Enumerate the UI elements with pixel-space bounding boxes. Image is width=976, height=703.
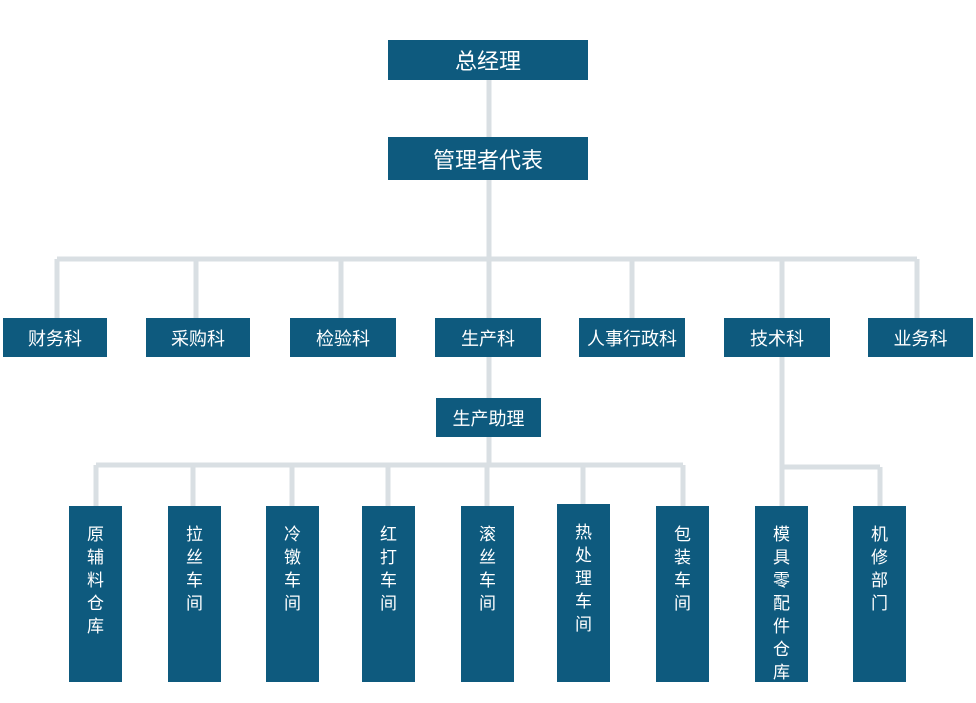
workshop-label: 原辅料仓库 bbox=[86, 525, 104, 637]
department-label: 业务科 bbox=[893, 328, 948, 350]
tech-unit-box: 模具零配件仓库 bbox=[755, 506, 808, 683]
workshop-box: 包装车间 bbox=[656, 506, 709, 682]
workshop-box: 红打车间 bbox=[362, 506, 415, 682]
workshop-label: 红打车间 bbox=[379, 525, 397, 614]
department-label: 财务科 bbox=[28, 328, 82, 350]
workshop-box: 热处理车间 bbox=[557, 504, 610, 682]
workshop-box: 拉丝车间 bbox=[168, 506, 221, 682]
workshop-label: 拉丝车间 bbox=[185, 525, 203, 614]
workshop-label: 包装车间 bbox=[673, 525, 691, 614]
department-label: 检验科 bbox=[316, 328, 370, 350]
production-assistant-label: 生产助理 bbox=[452, 408, 525, 430]
department-label: 采购科 bbox=[171, 328, 225, 350]
department-label: 技术科 bbox=[750, 328, 804, 350]
tech-unit-label: 机修部门 bbox=[870, 525, 888, 614]
workshop-label: 冷镦车间 bbox=[283, 525, 301, 614]
workshop-label: 滚丝车间 bbox=[478, 525, 496, 614]
workshop-box: 滚丝车间 bbox=[461, 506, 514, 682]
department-box: 检验科 bbox=[290, 318, 396, 357]
management-rep-box: 管理者代表 bbox=[388, 137, 588, 180]
department-box: 采购科 bbox=[146, 318, 250, 357]
department-label: 人事行政科 bbox=[587, 328, 677, 350]
tech-unit-box: 机修部门 bbox=[853, 506, 906, 682]
department-box: 业务科 bbox=[868, 318, 973, 357]
department-label: 生产科 bbox=[461, 328, 515, 350]
workshop-label: 热处理车间 bbox=[574, 523, 592, 635]
workshop-box: 原辅料仓库 bbox=[69, 506, 122, 682]
department-box: 生产科 bbox=[435, 318, 541, 357]
department-box: 财务科 bbox=[3, 318, 107, 357]
ceo-box: 总经理 bbox=[388, 40, 588, 80]
tech-unit-label: 模具零配件仓库 bbox=[772, 525, 790, 683]
management-rep-label: 管理者代表 bbox=[432, 148, 543, 174]
department-box: 技术科 bbox=[724, 318, 830, 357]
production-assistant-box: 生产助理 bbox=[436, 398, 541, 437]
ceo-label: 总经理 bbox=[454, 50, 521, 75]
department-box: 人事行政科 bbox=[579, 318, 685, 357]
workshop-box: 冷镦车间 bbox=[266, 506, 319, 682]
